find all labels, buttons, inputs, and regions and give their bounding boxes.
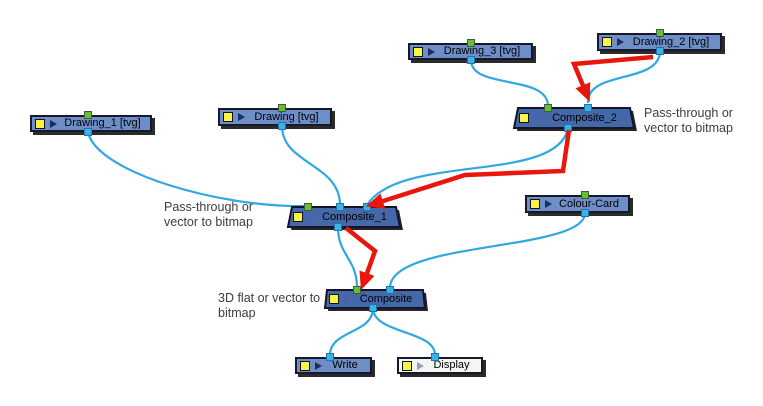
node-colour-card[interactable]: Colour-Card (525, 195, 630, 213)
input-port[interactable] (363, 203, 371, 211)
input-port[interactable] (581, 191, 589, 199)
thumbnail-toggle-icon[interactable] (238, 113, 245, 121)
thumbnail-toggle-icon[interactable] (417, 361, 424, 370)
input-port[interactable] (656, 29, 664, 37)
cable-composite-to-write[interactable] (328, 306, 375, 357)
output-port[interactable] (334, 223, 342, 231)
thumbnail-toggle-icon[interactable] (545, 200, 552, 208)
input-port[interactable] (84, 111, 92, 119)
node-label: Write (332, 360, 358, 371)
thumbnail-toggle-icon[interactable] (428, 47, 435, 56)
annotation-line: bitmap (218, 306, 256, 320)
input-port[interactable] (584, 104, 592, 112)
input-port[interactable] (544, 104, 552, 112)
properties-icon[interactable] (300, 360, 310, 371)
input-port[interactable] (326, 353, 334, 361)
input-port[interactable] (386, 286, 394, 294)
annotation-line: vector to bitmap (644, 121, 733, 135)
properties-icon[interactable] (519, 113, 529, 123)
annotation-line: 3D flat or vector to (218, 291, 321, 305)
properties-icon[interactable] (402, 360, 412, 371)
node-label: Display (433, 360, 470, 371)
thumbnail-toggle-icon[interactable] (50, 119, 57, 128)
cable-drawing1-to-composite1[interactable] (86, 130, 309, 208)
annotation-line: Pass-through or (644, 106, 733, 120)
node-label: Drawing [tvg] (254, 111, 319, 123)
cable-colourcard-to-composite[interactable] (388, 211, 587, 290)
output-port[interactable] (369, 304, 377, 312)
output-port[interactable] (467, 56, 475, 64)
node-label: Colour-Card (559, 198, 619, 210)
annotation-line: vector to bitmap (164, 215, 253, 229)
annotation-pass-through-left: Pass-through or vector to bitmap (164, 200, 253, 230)
properties-icon[interactable] (293, 212, 303, 222)
node-display[interactable]: Display (397, 357, 483, 374)
node-label: Drawing_1 [tvg] (64, 118, 141, 129)
input-port[interactable] (353, 286, 361, 294)
node-body-composite-1[interactable] (286, 206, 402, 228)
cable-drawing2-to-composite2[interactable] (586, 49, 662, 104)
output-port[interactable] (581, 209, 589, 217)
node-label: Composite_1 (322, 211, 387, 223)
output-port[interactable] (84, 128, 92, 136)
properties-icon[interactable] (602, 37, 612, 47)
cable-drawing3-to-composite2[interactable] (469, 58, 550, 108)
node-composite-1[interactable]: Composite_1 (290, 208, 396, 226)
thumbnail-toggle-icon[interactable] (534, 114, 541, 122)
node-body-composite-2[interactable] (512, 107, 636, 129)
output-port[interactable] (278, 122, 286, 130)
properties-icon[interactable] (223, 112, 233, 122)
cable-drawing-to-composite1[interactable] (280, 124, 342, 207)
annotation-3d-flat: 3D flat or vector to bitmap (218, 291, 320, 321)
node-label: Drawing_3 [tvg] (443, 46, 521, 57)
output-port[interactable] (656, 47, 664, 55)
input-port[interactable] (467, 39, 475, 47)
input-port[interactable] (336, 203, 344, 211)
node-label: Composite_2 (552, 112, 617, 124)
thumbnail-toggle-icon[interactable] (617, 38, 624, 46)
output-port[interactable] (564, 124, 572, 132)
cable-composite1-to-composite[interactable] (336, 225, 359, 290)
node-composite-2[interactable]: Composite_2 (516, 109, 630, 127)
node-composite[interactable]: Composite (326, 291, 423, 307)
node-label: Drawing_2 [tvg] (632, 36, 710, 48)
cable-composite2-to-composite1[interactable] (365, 126, 570, 207)
cable-composite-to-display[interactable] (371, 306, 437, 357)
annotation-pass-through-right: Pass-through or vector to bitmap (644, 106, 733, 136)
properties-icon[interactable] (329, 294, 339, 304)
input-port[interactable] (431, 353, 439, 361)
properties-icon[interactable] (530, 199, 540, 209)
thumbnail-toggle-icon[interactable] (315, 361, 322, 370)
node-drawing[interactable]: Drawing [tvg] (218, 108, 332, 126)
annotation-line: Pass-through or (164, 200, 253, 214)
properties-icon[interactable] (35, 118, 45, 129)
thumbnail-toggle-icon[interactable] (344, 295, 351, 303)
input-port[interactable] (304, 203, 312, 211)
input-port[interactable] (278, 104, 286, 112)
thumbnail-toggle-icon[interactable] (308, 213, 315, 221)
node-label: Composite (359, 293, 413, 305)
properties-icon[interactable] (413, 46, 423, 57)
